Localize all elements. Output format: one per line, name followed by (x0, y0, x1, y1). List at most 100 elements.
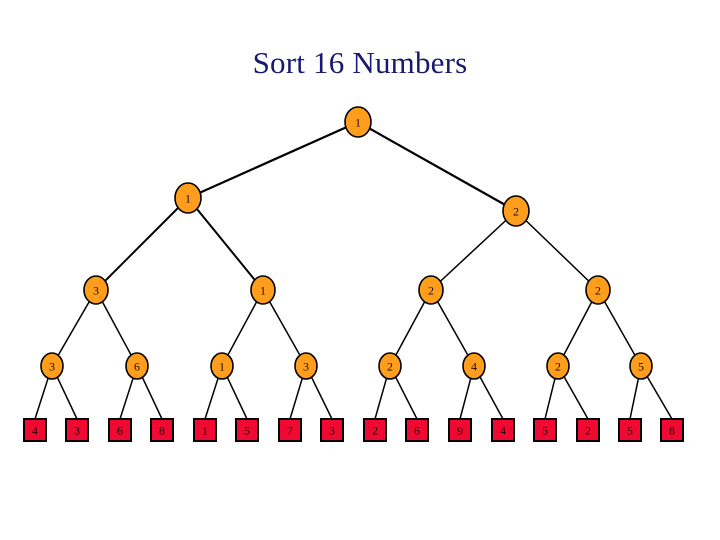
tree-leaf-15[interactable]: 8 (660, 418, 684, 442)
tree-leaf-2[interactable]: 6 (108, 418, 132, 442)
tree-node-level3-2-shape (418, 275, 444, 305)
tree-node-level4-4-label: 2 (387, 360, 393, 374)
tree-leaf-6[interactable]: 7 (278, 418, 302, 442)
tree-node-level3-0[interactable]: 3 (83, 275, 109, 305)
tree-leaf-4-label: 1 (202, 424, 208, 438)
tree-node-level3-3[interactable]: 2 (585, 275, 611, 305)
tree-node-root[interactable]: 1 (344, 106, 372, 138)
tree-node-level4-4[interactable]: 2 (378, 352, 402, 380)
tree-leaf-2-label: 6 (117, 424, 123, 438)
tree-edge (95, 197, 189, 291)
tree-leaf-2-shape (108, 418, 132, 442)
tree-node-level4-0[interactable]: 3 (40, 352, 64, 380)
tree-node-level4-3-shape (294, 352, 318, 380)
tree-edge (221, 289, 264, 367)
tree-node-level4-1-shape (125, 352, 149, 380)
tree-leaf-10[interactable]: 9 (448, 418, 472, 442)
tree-edge (187, 120, 359, 200)
tree-edge (95, 289, 138, 367)
tree-leaf-13-shape (576, 418, 600, 442)
tree-node-level3-3-label: 2 (595, 284, 601, 298)
tree-leaf-0-label: 4 (32, 424, 38, 438)
tree-leaf-7[interactable]: 3 (320, 418, 344, 442)
tree-edge (357, 121, 517, 212)
tree-node-level4-6[interactable]: 2 (546, 352, 570, 380)
tree-leaf-14-label: 5 (627, 424, 633, 438)
tree-node-level3-2-label: 2 (428, 284, 434, 298)
tree-leaf-0[interactable]: 4 (23, 418, 47, 442)
tree-leaf-4-shape (193, 418, 217, 442)
tree-node-level4-6-label: 2 (555, 360, 561, 374)
tree-leaf-7-label: 3 (329, 424, 335, 438)
tree-node-level4-7[interactable]: 5 (629, 352, 653, 380)
tree-edge (389, 289, 432, 367)
tree-leaf-8[interactable]: 2 (363, 418, 387, 442)
tree-leaf-14-shape (618, 418, 642, 442)
tree-leaf-3-shape (150, 418, 174, 442)
tree-leaf-14[interactable]: 5 (618, 418, 642, 442)
tree-node-root-shape (344, 106, 372, 138)
tree-node-level4-5-label: 4 (471, 360, 477, 374)
tree-node-level4-7-shape (629, 352, 653, 380)
tree-leaf-15-label: 8 (669, 424, 675, 438)
tree-leaf-3[interactable]: 8 (150, 418, 174, 442)
tree-edge (430, 210, 517, 291)
tree-node-level4-3[interactable]: 3 (294, 352, 318, 380)
tree-node-level4-5[interactable]: 4 (462, 352, 486, 380)
tree-leaf-5[interactable]: 5 (235, 418, 259, 442)
tree-leaf-1-shape (65, 418, 89, 442)
tree-leaf-7-shape (320, 418, 344, 442)
tree-node-level3-0-shape (83, 275, 109, 305)
tree-node-level4-3-label: 3 (303, 360, 309, 374)
tree-leaf-4[interactable]: 1 (193, 418, 217, 442)
tree-leaf-11-label: 4 (500, 424, 506, 438)
tree-leaf-1[interactable]: 3 (65, 418, 89, 442)
tree-node-level3-1-shape (250, 275, 276, 305)
tree-leaf-1-label: 3 (74, 424, 80, 438)
tree-node-level2-0[interactable]: 1 (174, 182, 202, 214)
tree-edge (430, 289, 475, 367)
tree-node-level2-1[interactable]: 2 (502, 195, 530, 227)
tree-node-level4-2-label: 1 (219, 360, 225, 374)
tree-leaf-12-shape (533, 418, 557, 442)
tree-node-level4-6-shape (546, 352, 570, 380)
tree-leaf-13[interactable]: 2 (576, 418, 600, 442)
tree-leaf-11[interactable]: 4 (491, 418, 515, 442)
tree-leaf-3-label: 8 (159, 424, 165, 438)
tree-node-level4-2[interactable]: 1 (210, 352, 234, 380)
tree-leaf-6-shape (278, 418, 302, 442)
tree-node-level4-1-label: 6 (134, 360, 140, 374)
tree-leaf-8-shape (363, 418, 387, 442)
tree-leaf-0-shape (23, 418, 47, 442)
tree-edge (262, 289, 307, 367)
tree-leaf-9-label: 6 (414, 424, 420, 438)
tree-edge (597, 289, 642, 367)
tree-leaf-10-label: 9 (457, 424, 463, 438)
tree-leaf-13-label: 2 (585, 424, 591, 438)
tree-edge (51, 289, 97, 367)
tree-node-level4-0-shape (40, 352, 64, 380)
tree-node-level2-0-label: 1 (185, 192, 191, 206)
tree-leaf-9-shape (405, 418, 429, 442)
tree-leaf-12[interactable]: 5 (533, 418, 557, 442)
tree-node-level4-2-shape (210, 352, 234, 380)
tree-node-level3-2[interactable]: 2 (418, 275, 444, 305)
tree-leaf-9[interactable]: 6 (405, 418, 429, 442)
tree-leaf-5-label: 5 (244, 424, 250, 438)
tree-node-level3-3-shape (585, 275, 611, 305)
tree-edge (515, 210, 599, 291)
tree-node-level3-1[interactable]: 1 (250, 275, 276, 305)
tree-edge-layer (34, 120, 673, 420)
tree-node-level3-0-label: 3 (93, 284, 99, 298)
tree-node-level4-1[interactable]: 6 (125, 352, 149, 380)
tree-node-layer: 1 1 2 3 1 2 2 3 6 1 3 2 4 2 5 4 3 6 8 1 5 7 3 2 6 9 4 5 2 5 8 (23, 106, 684, 442)
tree-leaf-6-label: 7 (287, 424, 293, 438)
tree-leaf-10-shape (448, 418, 472, 442)
tree-node-level4-5-shape (462, 352, 486, 380)
tree-node-level2-1-shape (502, 195, 530, 227)
tree-node-level4-4-shape (378, 352, 402, 380)
tree-node-level4-0-label: 3 (49, 360, 55, 374)
tree-leaf-11-shape (491, 418, 515, 442)
